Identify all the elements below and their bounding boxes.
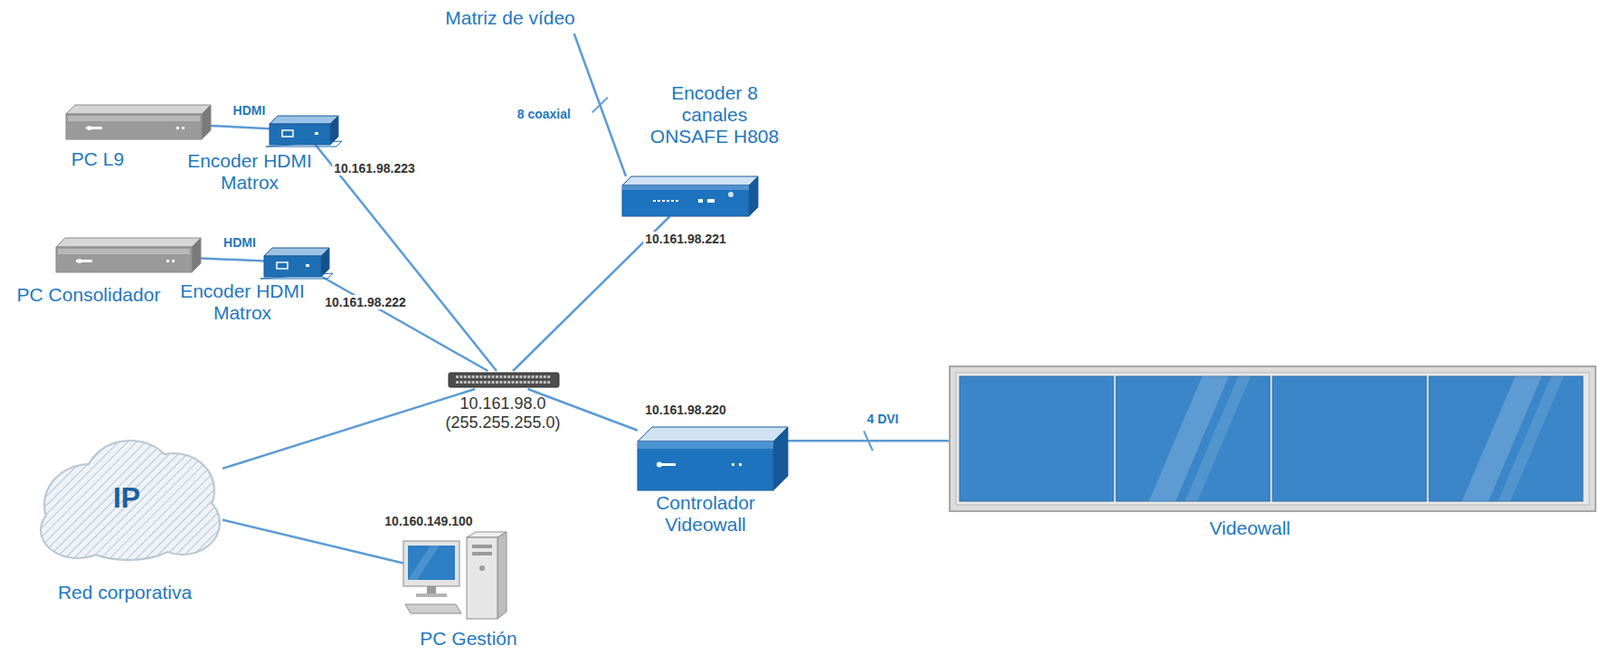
videowall-controller: 10.161.98.220Controlador Videowall — [637, 426, 788, 491]
device-label: PC L9 — [71, 148, 124, 171]
videowall-screen: Videowall — [948, 365, 1597, 512]
source-label-box: Matriz de vídeo — [440, 3, 580, 34]
ip-address: 10.161.98.222 — [322, 294, 408, 310]
network-link — [222, 388, 475, 469]
ip-address: 10.161.98.0 (255.255.255.0) — [435, 394, 571, 432]
corporate-network-cloud: IPRed corporativa — [37, 432, 223, 563]
ctrl-icon — [637, 426, 788, 491]
management-pc: 10.160.149.100PC Gestión — [403, 531, 512, 621]
ip-address: 10.161.98.220 — [643, 402, 729, 417]
device-label: Videowall — [1209, 517, 1291, 540]
network-link — [315, 144, 497, 371]
device-label: Red corporativa — [57, 581, 192, 604]
ip-address: 10.161.98.221 — [643, 231, 729, 247]
device-label: Encoder HDMI Matrox — [174, 280, 311, 324]
enc-icon — [264, 247, 330, 277]
server-icon — [56, 237, 201, 273]
hdmi-encoder: Encoder HDMI Matrox10.161.98.223 — [269, 115, 339, 145]
network-link — [210, 125, 270, 129]
link-label: HDMI — [231, 103, 268, 118]
network-switch: 10.161.98.0 (255.255.255.0) — [448, 370, 559, 389]
device-label: PC Gestión — [419, 627, 517, 650]
server-icon — [66, 104, 211, 140]
bundle-tick — [592, 97, 608, 114]
pc-icon — [403, 531, 512, 621]
link-label: 4 DVI — [864, 411, 900, 427]
network-link — [200, 257, 265, 261]
link-label: HDMI — [221, 235, 258, 250]
hdmi-encoder: Encoder HDMI Matrox10.161.98.222 — [264, 247, 330, 277]
pc-server: PC Consolidador — [56, 237, 201, 273]
enc-icon — [269, 115, 339, 145]
pc-server: PC L9 — [66, 104, 211, 140]
device-label: Encoder HDMI Matrox — [181, 150, 318, 194]
ip-address: 10.161.98.223 — [331, 160, 417, 176]
network-link — [222, 520, 404, 564]
network-link — [574, 33, 626, 177]
device-label: Controlador Videowall — [637, 492, 774, 536]
link-label: 8 coaxial — [515, 106, 573, 122]
device-label: IP — [113, 481, 141, 515]
video-encoder: Encoder 8 canales ONSAFE H80810.161.98.2… — [622, 176, 758, 217]
device-label: PC Consolidador — [17, 284, 161, 306]
rack-icon — [622, 176, 758, 217]
bundle-tick — [863, 430, 873, 451]
wall-icon — [948, 365, 1597, 512]
device-label: Matriz de vídeo — [444, 7, 576, 29]
device-label: Encoder 8 canales ONSAFE H808 — [642, 82, 787, 148]
ip-address: 10.160.149.100 — [382, 513, 474, 529]
switch-icon — [448, 370, 559, 389]
network-link — [321, 276, 488, 371]
